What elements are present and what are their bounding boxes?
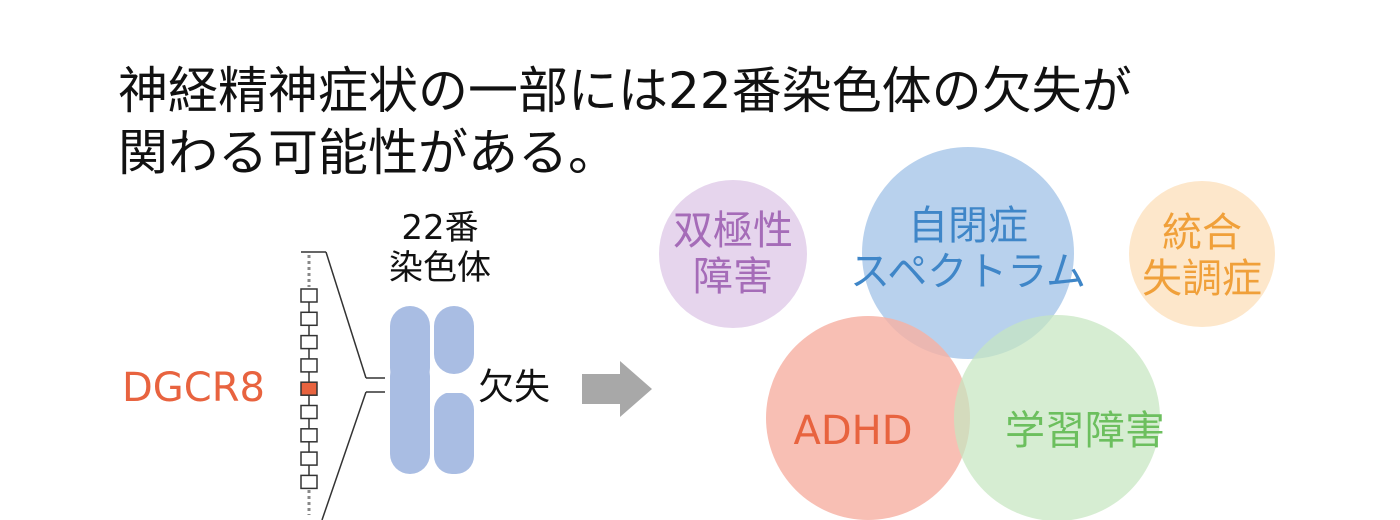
gene-box [300, 451, 318, 466]
label-schizophrenia-line-1: 統合 [1162, 210, 1242, 256]
gene-box-dgcr8 [300, 381, 318, 396]
zoom-line-top-diag [325, 251, 367, 379]
circle-learning [954, 315, 1160, 520]
label-autism-line-2: スペクトラム [850, 249, 1086, 295]
gene-box [300, 311, 318, 327]
zoom-lines [301, 251, 385, 520]
circle-schizophrenia [1129, 181, 1275, 327]
chromosome-label-line-2: 染色体 [389, 248, 491, 288]
gene-label-dgcr8: DGCR8 [122, 365, 265, 411]
label-adhd-line-1: ADHD [793, 408, 913, 454]
circle-bipolar [659, 180, 807, 328]
gene-box [300, 288, 318, 303]
gene-box [300, 428, 318, 443]
deletion-label: 欠失 [478, 367, 551, 408]
chromatid-left-lower [390, 356, 430, 474]
label-learning-disorder: 学習障害 [985, 408, 1185, 454]
venn-diagram [659, 147, 1275, 520]
label-learning-disorder-line-1: 学習障害 [1005, 408, 1165, 454]
label-schizophrenia: 統合 失調症 [1122, 210, 1282, 302]
gene-ladder [300, 255, 318, 515]
label-adhd: ADHD [768, 408, 938, 454]
gene-box [300, 358, 318, 373]
label-bipolar: 双極性 障害 [648, 208, 818, 300]
page-title: 神経精神症状の一部には22番染色体の欠失が 関わる可能性がある。 [118, 60, 1368, 184]
chromosome-label: 22番 染色体 [340, 208, 540, 288]
circle-autism [862, 147, 1074, 359]
deletion-gap [432, 380, 476, 393]
chromosome-22 [390, 306, 476, 474]
chromosome-label-line-1: 22番 [401, 208, 479, 248]
circle-adhd [766, 316, 970, 520]
label-schizophrenia-line-2: 失調症 [1142, 256, 1262, 302]
right-arrow-icon [582, 361, 652, 417]
title-line-1: 神経精神症状の一部には22番染色体の欠失が [118, 62, 1132, 120]
zoom-line-bottom-diag [321, 391, 367, 520]
label-bipolar-line-2: 障害 [693, 254, 773, 300]
label-autism-line-1: 自閉症 [908, 203, 1028, 249]
gene-box [300, 474, 318, 490]
ladder-boxes [300, 288, 318, 490]
chromatid-right-upper [434, 306, 474, 374]
label-bipolar-line-1: 双極性 [673, 208, 793, 254]
title-line-2: 関わる可能性がある。 [118, 124, 618, 182]
chromatid-right-lower [434, 392, 474, 474]
label-autism: 自閉症 スペクトラム [818, 203, 1118, 295]
gene-box [300, 334, 318, 350]
chromosome-waist-left [392, 348, 428, 362]
gene-box [300, 404, 318, 420]
